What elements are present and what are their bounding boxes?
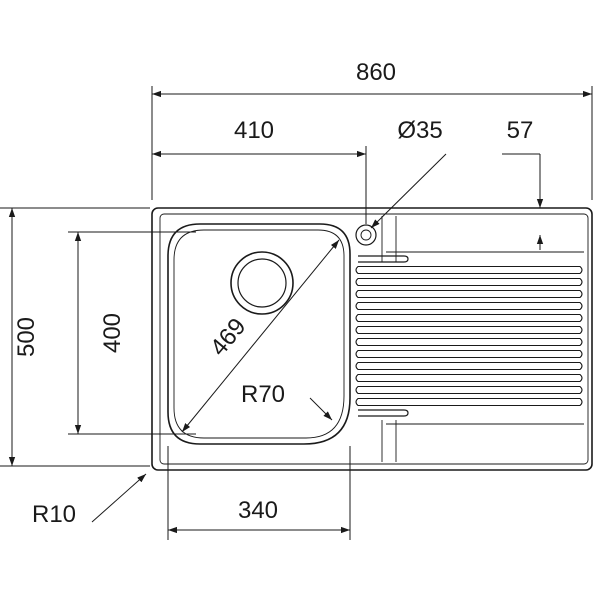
- sink-outline: [151, 207, 593, 471]
- dim-bowl-depth: 400: [68, 231, 196, 435]
- dim-label-d35: Ø35: [397, 117, 442, 144]
- dim-label-469: 469: [205, 313, 251, 361]
- dim-label-57: 57: [507, 117, 534, 144]
- dim-label-r10: R10: [32, 501, 76, 528]
- dim-label-410: 410: [234, 117, 274, 144]
- dim-tap-hole-offset: 57: [502, 117, 544, 250]
- dim-label-r70: R70: [241, 381, 285, 408]
- dim-label-860: 860: [356, 59, 396, 86]
- drainer-rib: [355, 361, 583, 371]
- drainer-rib: [355, 313, 583, 323]
- dim-bowl-radius: R70: [241, 381, 333, 421]
- drainer-ribs: [355, 265, 583, 407]
- drain-icon: [230, 251, 294, 315]
- tap-hole-icon: [355, 224, 377, 246]
- dim-tap-hole-diameter: Ø35: [370, 117, 447, 229]
- dim-total-width: 860: [151, 59, 593, 200]
- drainer-rib: [355, 325, 583, 335]
- dim-bowl-width: 340: [167, 446, 351, 540]
- dim-outer-radius: R10: [32, 473, 147, 528]
- dim-label-400: 400: [99, 313, 126, 353]
- dim-label-340: 340: [238, 497, 278, 524]
- drainer-rib: [355, 301, 583, 311]
- drainer-rib: [355, 373, 583, 383]
- drainer-rib: [355, 337, 583, 347]
- drainer-rib: [355, 385, 583, 395]
- drainer-rib: [355, 349, 583, 359]
- dim-bowl-section-width: 410: [152, 117, 367, 224]
- drainer-rib: [355, 397, 583, 407]
- dim-total-depth: 500: [0, 207, 150, 467]
- dim-label-500: 500: [13, 317, 40, 357]
- sink-bowl: [167, 223, 351, 445]
- drainer-rib: [355, 289, 583, 299]
- drainer-rib: [355, 265, 583, 275]
- drainer-rib: [355, 277, 583, 287]
- drainer-board: [358, 216, 584, 462]
